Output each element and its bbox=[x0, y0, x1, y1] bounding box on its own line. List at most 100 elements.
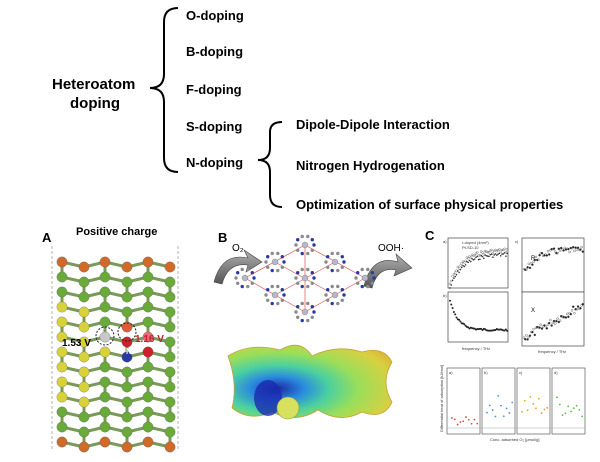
framework-atom bbox=[370, 271, 374, 275]
framework-atom bbox=[282, 260, 286, 264]
plot-a-point bbox=[454, 271, 457, 274]
plot-c-x-point bbox=[576, 305, 580, 308]
framework-atom bbox=[324, 293, 328, 297]
lattice-atom bbox=[56, 256, 68, 268]
plot-a-point bbox=[499, 254, 502, 257]
plot-a-point bbox=[506, 252, 509, 255]
plot-a-point bbox=[473, 253, 476, 257]
framework-atom bbox=[264, 260, 268, 264]
plot-a-point bbox=[470, 260, 472, 263]
lattice-atom bbox=[142, 391, 154, 403]
lattice-atom bbox=[164, 366, 176, 378]
framework-atom bbox=[330, 301, 334, 306]
plot-c-r-point bbox=[538, 253, 541, 257]
lattice-atom bbox=[78, 321, 90, 333]
framework-atom bbox=[270, 301, 274, 306]
framework-atom bbox=[270, 284, 274, 289]
lattice-atom bbox=[56, 271, 68, 283]
plot-a-point bbox=[501, 253, 503, 255]
plot-c-r-label: R bbox=[531, 256, 536, 262]
plot-a-point bbox=[491, 251, 495, 255]
ads-point bbox=[537, 397, 540, 400]
plot-a-point bbox=[458, 271, 460, 274]
framework-atom bbox=[306, 234, 310, 239]
lattice-atom bbox=[56, 376, 68, 388]
framework-atom bbox=[366, 267, 370, 272]
plot-a-point bbox=[463, 261, 466, 264]
framework-atom bbox=[342, 260, 346, 264]
ads-point bbox=[505, 407, 508, 410]
framework-atom bbox=[340, 288, 344, 292]
ads-point bbox=[535, 407, 537, 410]
plot-a-point bbox=[472, 259, 475, 261]
panel-b-framework bbox=[213, 234, 413, 420]
ads-point bbox=[543, 408, 546, 411]
plot-b-point bbox=[506, 329, 509, 332]
panel-c-label: C bbox=[425, 228, 435, 243]
plot-a-frame bbox=[447, 237, 509, 289]
framework-atom bbox=[372, 276, 376, 280]
lattice-atom bbox=[142, 286, 154, 298]
framework-atom bbox=[296, 315, 300, 319]
plot-a-point bbox=[457, 270, 459, 272]
ads-sublabel-a: a) bbox=[449, 370, 453, 375]
plot-b-point bbox=[504, 328, 507, 331]
framework-atom bbox=[280, 298, 284, 302]
plot-c-r-point bbox=[567, 247, 570, 251]
framework-atom bbox=[294, 243, 298, 247]
plot-a-point bbox=[487, 251, 491, 254]
plot-c-r-point bbox=[526, 266, 529, 269]
ads-point bbox=[451, 417, 453, 419]
lattice-atom bbox=[56, 436, 68, 448]
plot-a-point bbox=[499, 250, 502, 253]
lattice-atom bbox=[121, 276, 133, 288]
branch-s-doping: S-doping bbox=[186, 119, 243, 134]
plot-a-point bbox=[450, 284, 453, 286]
lattice-atom bbox=[142, 271, 154, 283]
lattice-atom bbox=[99, 331, 111, 343]
plot-a-sublabel: a) bbox=[443, 239, 447, 244]
plot-c-x-point bbox=[528, 334, 532, 337]
plot-b-point bbox=[458, 318, 461, 321]
lattice-atom bbox=[99, 421, 111, 433]
lattice-atom bbox=[78, 291, 90, 303]
plot-c-r-point bbox=[581, 250, 584, 253]
lattice-atom bbox=[56, 421, 68, 433]
main-brace bbox=[149, 7, 283, 208]
framework-atom bbox=[296, 281, 300, 285]
framework-atom bbox=[312, 243, 316, 247]
framework-atom bbox=[360, 267, 364, 272]
lattice-atom bbox=[121, 291, 133, 303]
plot-c-x-point bbox=[575, 308, 578, 311]
root-label-line2: doping bbox=[70, 95, 120, 112]
plot-a-legend-1: r-doped (4nm²) bbox=[462, 240, 489, 245]
lattice-atom bbox=[56, 406, 68, 418]
plot-a-point bbox=[488, 255, 490, 258]
lattice-atom bbox=[56, 346, 68, 358]
framework-atom bbox=[306, 251, 310, 256]
plot-c-x-point bbox=[546, 323, 550, 326]
plot-a-point bbox=[460, 266, 463, 269]
framework-atom bbox=[360, 284, 364, 289]
plot-b-sublabel: b) bbox=[443, 293, 447, 298]
framework-atom bbox=[236, 271, 240, 275]
plot-c-x-point bbox=[540, 327, 544, 330]
plot-a-point bbox=[489, 249, 492, 252]
framework-core bbox=[271, 258, 279, 266]
lattice-atom bbox=[78, 336, 90, 348]
plot-c-x-point bbox=[581, 303, 584, 306]
framework-atom bbox=[312, 310, 316, 314]
framework-atom bbox=[250, 281, 254, 285]
lattice-atom bbox=[78, 441, 90, 453]
plot-a-point bbox=[477, 254, 480, 257]
framework-atom bbox=[266, 288, 270, 292]
plot-c-x-point bbox=[556, 317, 559, 320]
potential-right: 1.16 V bbox=[135, 334, 164, 345]
ads-sublabel-c: c) bbox=[519, 370, 523, 375]
plot-a-point bbox=[497, 253, 499, 255]
framework-atom bbox=[280, 288, 284, 292]
framework-atom bbox=[324, 260, 328, 264]
ads-point bbox=[556, 396, 558, 399]
plot-a-point bbox=[449, 287, 451, 289]
